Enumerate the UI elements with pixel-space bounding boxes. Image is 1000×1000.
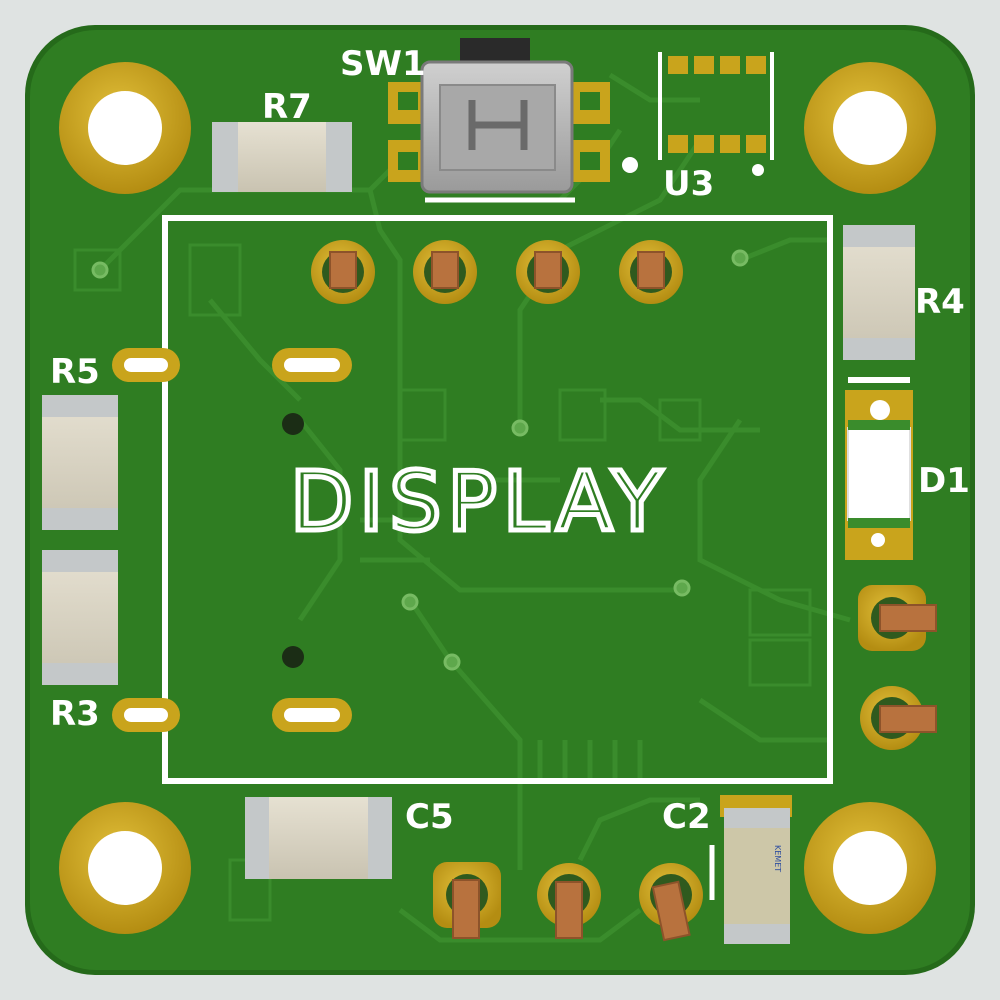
label-c5: C5 <box>405 797 454 837</box>
resistor-r3 <box>42 550 118 685</box>
header-pin <box>311 240 375 304</box>
cap-marking: KEMET <box>773 845 782 872</box>
label-r4: R4 <box>915 282 965 322</box>
header-pin <box>619 240 683 304</box>
diode-d1 <box>845 377 913 560</box>
label-u3: U3 <box>663 164 714 204</box>
resistor-r4 <box>843 225 915 360</box>
header-pins-top <box>311 240 683 304</box>
copper-traces <box>98 72 851 943</box>
header-pin <box>413 240 477 304</box>
label-r7: R7 <box>262 87 312 127</box>
header-pins-bottom <box>433 862 703 942</box>
label-c2: C2 <box>662 797 711 837</box>
mounting-hole-top-right <box>804 62 936 194</box>
switch-sw1 <box>388 38 610 203</box>
header-pin <box>858 585 937 651</box>
mounting-hole-top-left <box>59 62 191 194</box>
header-pins-right <box>858 585 937 750</box>
header-pin <box>860 686 937 750</box>
label-r3: R3 <box>50 694 100 734</box>
header-pin <box>537 863 601 939</box>
header-pin <box>639 863 703 942</box>
label-d1: D1 <box>918 461 970 501</box>
resistor-r7 <box>212 122 352 192</box>
label-sw1: SW1 <box>340 44 426 84</box>
vias <box>91 249 749 671</box>
pad-outlines <box>73 243 812 922</box>
capacitor-c5 <box>245 797 392 879</box>
label-r5: R5 <box>50 352 100 392</box>
pcb-surface <box>30 30 970 970</box>
mounting-hole-bottom-right <box>804 802 936 934</box>
header-pin <box>433 862 501 939</box>
display-slots <box>112 348 352 732</box>
resistor-r5 <box>42 395 118 530</box>
display-label: DISPLAY <box>290 455 668 550</box>
ic-u3 <box>622 52 774 176</box>
capacitor-c2: KEMET <box>709 795 792 944</box>
display-outline <box>162 215 833 784</box>
mounting-hole-bottom-left <box>59 802 191 934</box>
header-pin <box>516 240 580 304</box>
